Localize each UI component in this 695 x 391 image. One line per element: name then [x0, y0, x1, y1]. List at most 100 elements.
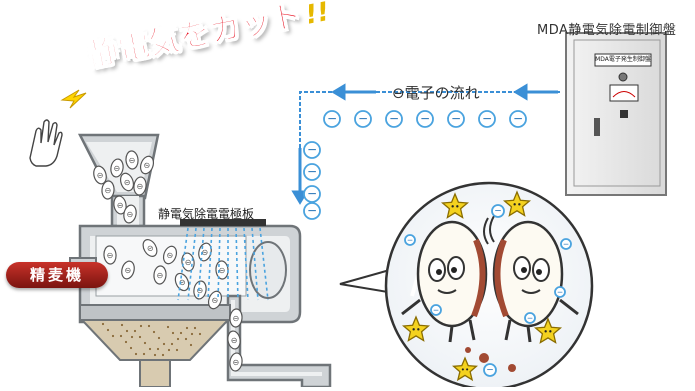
controller-panel-label: MDA電子発生制御盤	[595, 56, 651, 63]
svg-text:⊖: ⊖	[184, 257, 192, 267]
bran-particles	[101, 322, 202, 357]
flow-line	[299, 91, 560, 150]
svg-text:⊖: ⊖	[104, 186, 111, 196]
star-face-icon	[533, 317, 563, 344]
headline-mark: !!	[302, 0, 332, 31]
svg-text:−: −	[307, 187, 317, 201]
flow-arrow-left-1	[513, 83, 558, 101]
svg-text:−: −	[307, 204, 317, 218]
grain-icon: ⊖	[123, 204, 137, 224]
grain-icon: ⊖	[93, 165, 107, 185]
svg-text:⊖: ⊖	[165, 250, 174, 261]
svg-text:⊖: ⊖	[200, 247, 209, 257]
svg-text:−: −	[513, 112, 523, 126]
grain-icon: ⊖	[121, 260, 135, 280]
electron-icon: −	[303, 141, 321, 159]
grain-icon: ⊖	[142, 239, 158, 257]
grain-icon: ⊖	[153, 265, 167, 285]
zoom-electron-group: − − − − − − −	[404, 204, 572, 377]
svg-text:−: −	[486, 366, 494, 376]
machine-label-badge: 精麦機	[6, 262, 108, 288]
rice-character-left	[401, 220, 488, 343]
electron-icon: −	[404, 234, 416, 246]
machine-housing	[69, 224, 302, 324]
flow-arrow-down	[291, 148, 309, 205]
grain-icon: ⊖	[139, 155, 155, 175]
hand-icon	[29, 119, 63, 167]
svg-text:⊖: ⊖	[177, 277, 187, 288]
grain-icon: ⊖	[119, 172, 135, 192]
svg-text:⊖: ⊖	[116, 200, 124, 210]
grain-icon: ⊖	[133, 176, 147, 196]
grain-icon: ⊖	[103, 245, 117, 265]
svg-text:⊖: ⊖	[145, 243, 155, 254]
meter-icon	[609, 84, 639, 102]
grain-icon: ⊖	[229, 352, 243, 372]
electron-icon: −	[303, 202, 321, 220]
svg-text:⊖: ⊖	[136, 182, 144, 192]
electron-icon: −	[483, 363, 497, 377]
svg-text:−: −	[527, 313, 533, 322]
electron-icon: −	[560, 238, 572, 250]
svg-text:⊖: ⊖	[232, 314, 239, 324]
electron-flow-label: ⊖電子の流れ	[392, 84, 480, 102]
svg-text:−: −	[327, 112, 337, 126]
star-face-icon	[440, 192, 470, 219]
electron-icon: −	[303, 163, 321, 181]
repel-marks	[483, 215, 495, 245]
grain-icon: ⊖	[174, 272, 190, 292]
grain-icon: ⊖	[110, 158, 124, 178]
svg-text:−: −	[358, 112, 368, 126]
svg-text:⊖: ⊖	[196, 285, 204, 295]
electron-icon: −	[554, 286, 566, 298]
electron-spray	[177, 227, 269, 301]
electron-icon: −	[323, 110, 341, 128]
grain-icon: ⊖	[227, 330, 241, 350]
grain-icon: ⊖	[162, 245, 178, 265]
electron-icon: −	[430, 304, 442, 316]
rice-character-right	[492, 220, 579, 343]
electron-icon: −	[416, 110, 434, 128]
svg-text:−: −	[307, 165, 317, 179]
electron-icon: −	[524, 312, 536, 324]
svg-text:−: −	[557, 287, 563, 296]
svg-text:−: −	[563, 239, 569, 248]
electron-icon: −	[354, 110, 372, 128]
svg-text:⊖: ⊖	[156, 271, 163, 281]
svg-text:−: −	[389, 112, 399, 126]
svg-text:⊖: ⊖	[142, 160, 151, 171]
svg-text:−: −	[433, 305, 439, 314]
indicator-lamp-icon	[618, 72, 628, 82]
svg-text:−: −	[407, 235, 413, 244]
electron-row: − − − − − − − − − − −	[303, 110, 527, 220]
svg-text:⊖: ⊖	[113, 163, 121, 173]
lightning-icon	[60, 89, 87, 109]
svg-text:⊖: ⊖	[232, 358, 240, 368]
star-face-icon	[502, 190, 532, 217]
electron-icon: −	[447, 110, 465, 128]
electron-icon: −	[478, 110, 496, 128]
flow-arrow-left-2	[331, 83, 376, 101]
star-group	[401, 190, 563, 382]
svg-text:⊖: ⊖	[123, 265, 132, 275]
grain-icon: ⊖	[125, 150, 139, 170]
electron-icon: −	[303, 185, 321, 203]
electrode-plate-label: 静電気除電電極板	[158, 207, 255, 221]
bran-funnel	[79, 304, 231, 388]
svg-text:⊖: ⊖	[218, 266, 225, 276]
star-face-icon	[451, 356, 479, 382]
svg-text:−: −	[482, 112, 492, 126]
grain-icon: ⊖	[113, 195, 127, 215]
switch-icon	[620, 110, 628, 118]
svg-text:⊖: ⊖	[128, 156, 135, 166]
svg-text:−: −	[451, 112, 461, 126]
svg-text:⊖: ⊖	[122, 177, 131, 188]
svg-text:−: −	[494, 207, 502, 217]
svg-text:−: −	[307, 143, 317, 157]
svg-text:⊖: ⊖	[210, 295, 219, 306]
svg-text:⊖: ⊖	[126, 209, 134, 219]
grain-icon: ⊖	[101, 180, 115, 200]
svg-text:⊖: ⊖	[96, 170, 105, 180]
